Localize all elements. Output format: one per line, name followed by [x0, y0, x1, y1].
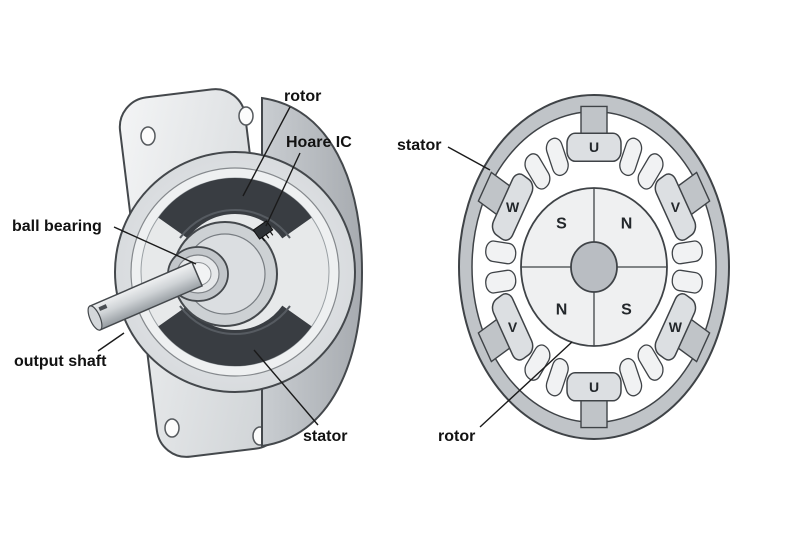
- label-stator-right: stator: [397, 137, 441, 154]
- pole-label-u-top: U: [589, 139, 599, 155]
- winding-stripe-top: [179, 209, 291, 239]
- coil: [485, 240, 517, 265]
- leader-output-shaft: [97, 332, 125, 352]
- pole-shoe: [652, 170, 698, 244]
- pole-label-w-lower-right: W: [669, 319, 683, 335]
- stator-pole-u-top: [544, 106, 644, 178]
- rotor-assembly: [520, 187, 668, 347]
- coil: [635, 341, 666, 384]
- label-hall-ic: Hoare IC: [286, 134, 352, 151]
- magnet-label-n-bottom-left: N: [556, 302, 568, 319]
- mounting-hole-top-left: [140, 126, 156, 146]
- leader-hall-ic: [265, 152, 301, 227]
- mounting-hole-bottom-left: [164, 418, 180, 438]
- motor-cutaway-illustration: [87, 88, 364, 458]
- pole-label-v-upper-right: V: [671, 199, 681, 215]
- pole-label-u-bottom: U: [589, 379, 599, 395]
- shaft-keyway: [98, 304, 108, 312]
- coil: [617, 356, 643, 399]
- leader-stator-right: [447, 146, 491, 171]
- output-shaft-end: [87, 305, 103, 331]
- pole-label-w-upper-left: W: [506, 199, 520, 215]
- stator-pole-w-upper-left: [460, 132, 559, 278]
- coil: [617, 135, 643, 178]
- label-output-shaft: output shaft: [14, 353, 107, 370]
- pole-shoe: [567, 133, 621, 161]
- pole-shoe: [652, 290, 698, 364]
- coil: [522, 150, 553, 193]
- pole-shoe: [567, 373, 621, 401]
- coil: [635, 150, 666, 193]
- label-rotor-left: rotor: [284, 88, 321, 105]
- pole-shoe: [490, 290, 536, 364]
- pole-label-v-lower-left: V: [508, 319, 518, 335]
- stator-pole-u-bottom: [544, 356, 644, 428]
- winding-stripe-bottom: [179, 305, 291, 335]
- coil: [485, 269, 517, 294]
- rotor-shaft-bore: [570, 241, 618, 293]
- leader-rotor-left: [242, 106, 291, 197]
- coil: [671, 240, 703, 265]
- coil: [544, 356, 570, 399]
- coil: [671, 269, 703, 294]
- leader-lines: [97, 106, 573, 428]
- label-stator-left: stator: [303, 428, 347, 445]
- leader-stator-left: [253, 349, 319, 426]
- label-rotor-right: rotor: [438, 428, 475, 445]
- coil: [544, 135, 570, 178]
- stator-winding-top: [158, 177, 312, 239]
- callouts: rotor Hoare IC ball bearing output shaft…: [12, 88, 475, 445]
- label-ball-bearing: ball bearing: [12, 218, 102, 235]
- stator-pole-v-upper-right: [629, 132, 728, 278]
- leader-ball-bearing: [113, 226, 197, 265]
- magnet-label-s-bottom-right: S: [621, 302, 632, 319]
- mounting-hole-top-right: [238, 106, 254, 126]
- stator-winding-bottom: [158, 305, 312, 367]
- stator-pole-w-lower-right: [629, 256, 728, 402]
- pole-shoe: [490, 170, 536, 244]
- magnet-label-s-top-left: S: [556, 216, 567, 233]
- hall-ic-chip: [252, 220, 274, 242]
- cross-section-illustration: U V W U V W S N N S: [459, 95, 729, 439]
- stator-pole-v-lower-left: [460, 256, 559, 402]
- magnet-label-n-top-right: N: [621, 216, 633, 233]
- leader-rotor-right: [479, 341, 573, 428]
